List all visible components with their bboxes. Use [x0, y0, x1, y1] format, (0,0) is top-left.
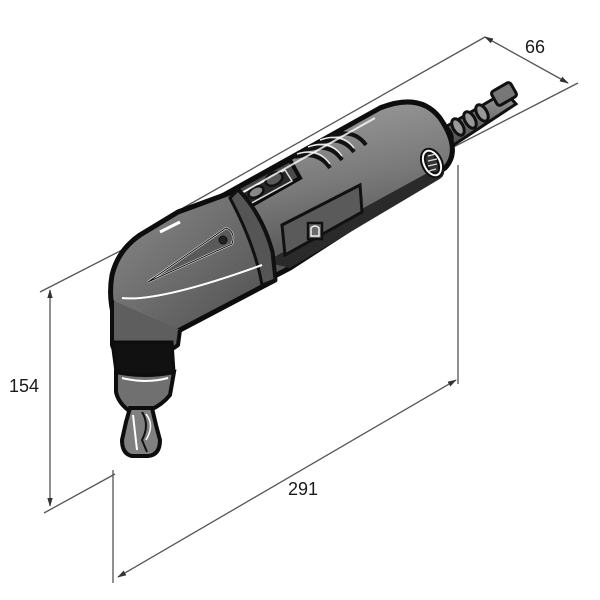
vent-slots [294, 131, 368, 170]
width-extension-line-top [182, 36, 486, 209]
speed-dial [419, 147, 445, 179]
width-dimension-label: 66 [525, 37, 546, 57]
nibbler-punch [110, 340, 177, 458]
height-dimension-label: 154 [9, 376, 40, 396]
gear-head [108, 187, 278, 359]
dimension-lines [39, 36, 579, 583]
width-dimension-line [484, 36, 569, 84]
length-dimension-line [117, 379, 457, 578]
length-dimension-label: 291 [288, 479, 319, 499]
width-extension-line-bottom [439, 82, 579, 155]
height-extension-line-bottom [43, 473, 116, 514]
